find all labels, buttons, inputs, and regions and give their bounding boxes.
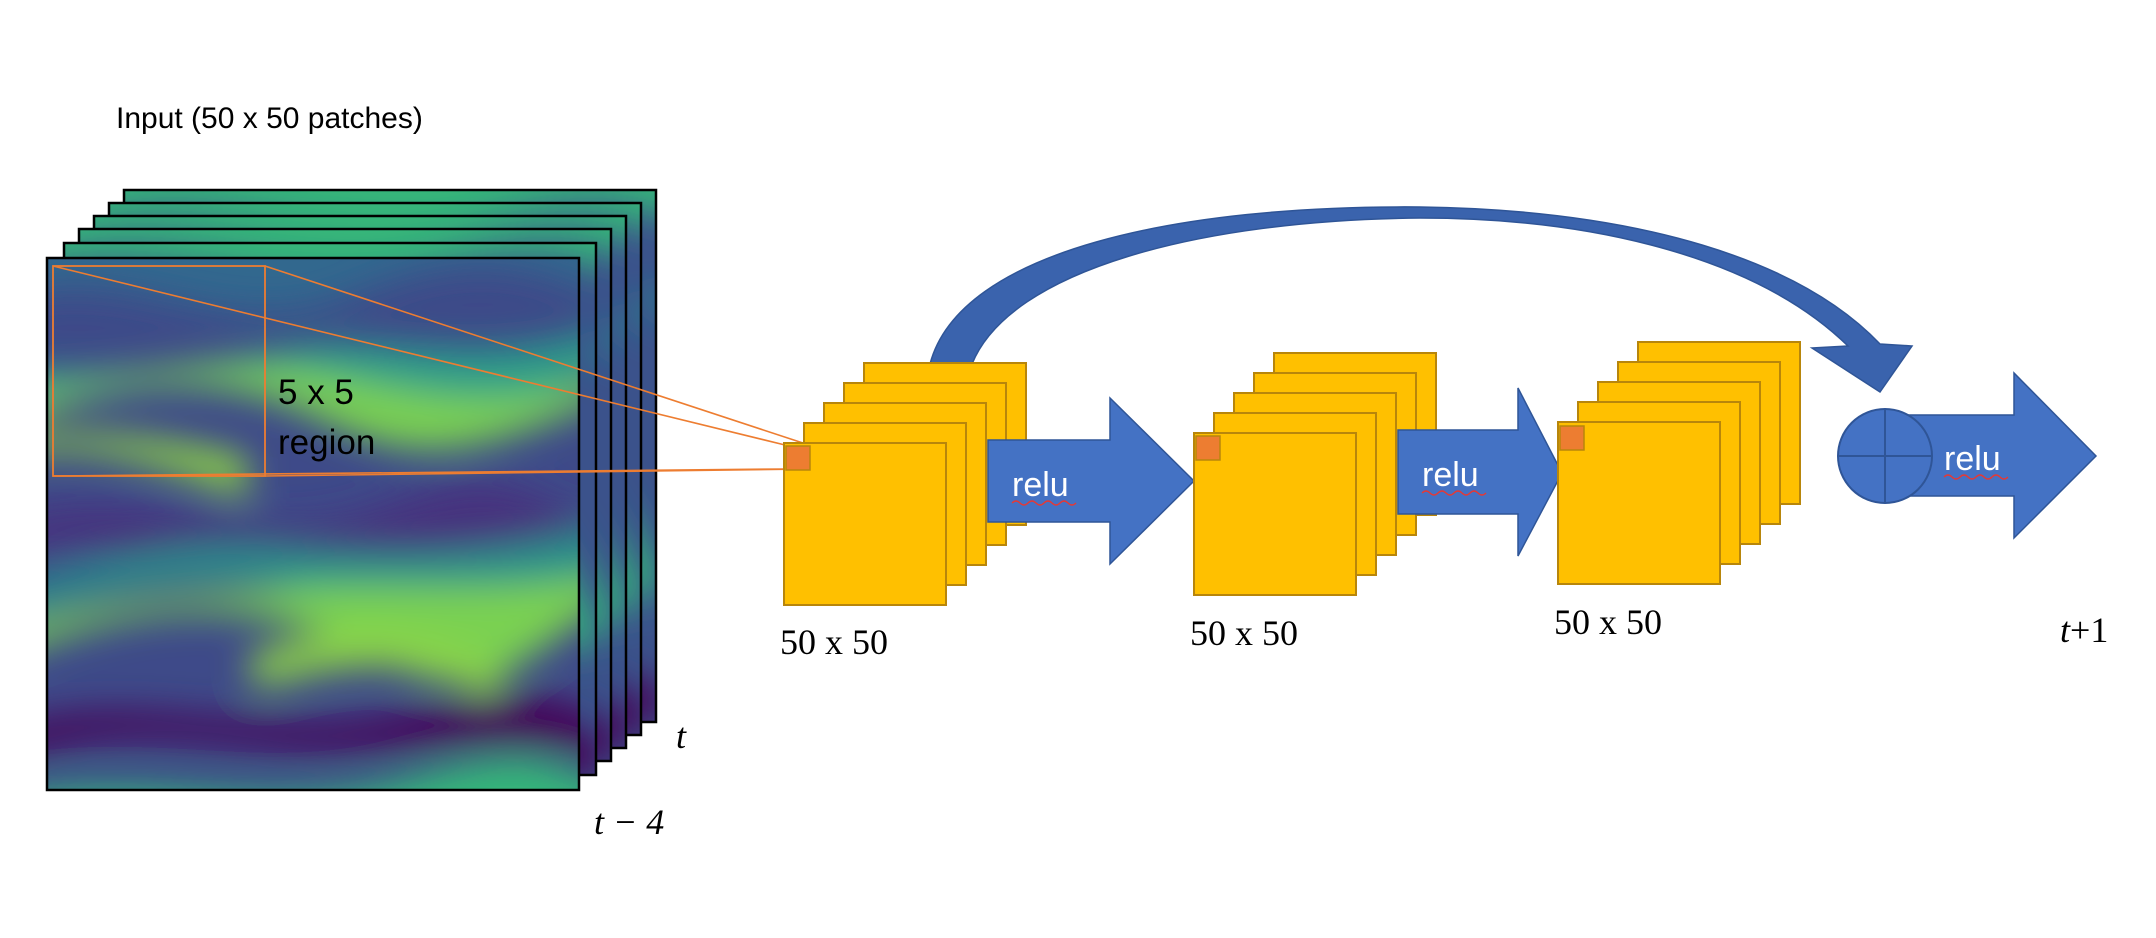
relu-arrow-2 [1397,387,1563,557]
relu-label-1: relu [1012,466,1069,504]
feature-map-stack-3 [1557,341,1801,585]
output-time-label: t+1 [2060,610,2108,650]
kernel-square-1 [785,445,811,471]
time-label-t: t [676,716,687,756]
guide-line-top-left [52,265,786,446]
region-label-line1: 5 x 5 [278,373,354,412]
output-time-label-plus: +1 [2070,610,2108,650]
spellcheck-underline-2 [1421,490,1487,496]
feature-map-2-front [1193,432,1357,596]
relu-label-3: relu [1944,440,2001,478]
kernel-square-2 [1195,435,1221,461]
feature-map-3-front [1557,421,1721,585]
layer-2-size-label: 50 x 50 [1190,613,1298,653]
guide-line-bottom-right [264,468,810,477]
feature-map-stack-1 [783,362,1027,606]
layer-3-size-label: 50 x 50 [1554,602,1662,642]
guide-line-top-right [264,265,810,446]
kernel-square-3 [1559,425,1585,451]
region-box [52,265,266,477]
spellcheck-underline-1 [1011,500,1077,506]
relu-arrow-1 [987,396,1196,566]
feature-map-1-front [783,442,947,606]
circle-plus-icon [1837,408,1933,504]
output-time-label-t: t [2060,610,2071,650]
relu-arrow-3 [1899,371,2098,540]
region-label-line2: region [278,423,375,462]
time-label-t-minus-4: t − 4 [594,802,664,842]
input-frame-stack [45,188,658,792]
input-frame-front [45,256,581,792]
time-label-t-minus-4-text: t − 4 [594,802,664,842]
skip-connection-arrow [929,206,1914,394]
spellcheck-underline-3 [1943,474,2009,480]
layer-1-size-label: 50 x 50 [780,622,888,662]
input-title: Input (50 x 50 patches) [116,102,423,135]
relu-label-2: relu [1422,456,1479,494]
